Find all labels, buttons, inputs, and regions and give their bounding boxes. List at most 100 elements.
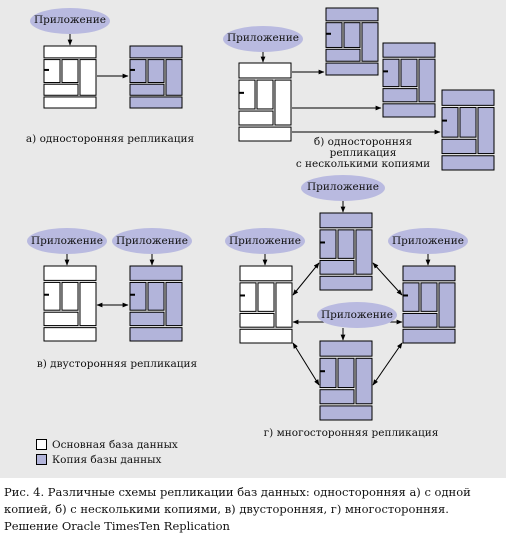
db-b-replica2-tab <box>383 70 388 73</box>
db-a-replica-block-2 <box>147 59 165 84</box>
db-g-right <box>402 265 456 344</box>
arrow-g-top-right <box>372 262 403 296</box>
db-b-replica2-block-1 <box>382 58 400 88</box>
db-v-left-tab <box>44 293 49 296</box>
arrow-g-left-top <box>292 262 320 296</box>
caption-a: а) односторонняя репликация <box>25 133 195 145</box>
app-ellipse-b <box>223 26 303 52</box>
db-b-replica3-block-2 <box>459 107 477 138</box>
db-b-replica1 <box>325 7 379 76</box>
db-g-right-block-0 <box>402 265 456 282</box>
db-v-left-block-3 <box>79 281 97 327</box>
app-ellipse-v-right <box>112 228 192 254</box>
db-a-replica-block-5 <box>129 96 183 109</box>
arrow-g-left-bottom <box>292 342 320 386</box>
legend-replica-swatch <box>36 454 47 465</box>
db-a-primary-block-3 <box>79 59 97 96</box>
db-g-bottom-block-1 <box>319 357 337 389</box>
db-b-replica1-block-2 <box>343 22 361 48</box>
legend-replica-label: Копия базы данных <box>52 453 162 466</box>
db-g-right-block-1 <box>402 282 420 312</box>
db-g-top-block-3 <box>355 229 373 275</box>
db-g-right-block-5 <box>402 328 456 344</box>
db-a-replica-tab <box>130 68 135 71</box>
db-v-right-block-4 <box>129 311 165 327</box>
app-ellipse-g-right <box>388 228 468 254</box>
db-a-replica-block-3 <box>165 59 183 96</box>
db-v-right-block-0 <box>129 265 183 281</box>
db-g-top-tab <box>320 241 325 244</box>
db-v-right-tab <box>130 293 135 296</box>
db-b-replica2-block-5 <box>382 103 436 118</box>
legend: Основная база данных Копия базы данных <box>36 437 178 467</box>
db-v-right-block-3 <box>165 281 183 327</box>
db-g-bottom-block-3 <box>355 357 373 405</box>
app-ellipse-g-center <box>317 302 397 328</box>
db-b-primary-tab <box>239 91 244 94</box>
db-b-replica1-block-0 <box>325 7 379 22</box>
db-g-bottom-block-2 <box>337 357 355 389</box>
arrow-g-right-bottom <box>372 342 403 386</box>
db-b-replica3-block-5 <box>441 155 495 171</box>
db-b-replica2-block-0 <box>382 42 436 58</box>
db-g-right-block-4 <box>402 312 438 328</box>
db-b-replica2 <box>382 42 436 118</box>
db-g-top-block-2 <box>337 229 355 259</box>
figure-caption: Рис. 4. Различные схемы репликации баз д… <box>4 485 471 533</box>
db-g-left-block-1 <box>239 282 257 312</box>
app-label-a: Приложение <box>34 14 106 26</box>
app-label-b: Приложение <box>227 32 299 44</box>
legend-primary-label: Основная база данных <box>52 438 178 451</box>
db-b-replica2-block-4 <box>382 88 418 103</box>
db-g-right-block-3 <box>438 282 456 328</box>
app-label-g-right: Приложение <box>392 235 464 247</box>
app-label-v-left: Приложение <box>31 235 103 247</box>
db-g-right-tab <box>403 294 408 297</box>
db-g-bottom-block-5 <box>319 405 373 421</box>
db-v-left-block-1 <box>43 281 61 311</box>
db-a-primary-tab <box>44 68 49 71</box>
db-a-replica-block-1 <box>129 59 147 84</box>
db-a-primary <box>43 45 97 109</box>
db-b-replica2-block-3 <box>418 58 436 103</box>
db-v-left-block-4 <box>43 311 79 327</box>
db-g-top <box>319 212 373 291</box>
db-g-bottom-tab <box>320 370 325 373</box>
db-v-left-block-5 <box>43 327 97 342</box>
db-a-replica-block-4 <box>129 83 165 96</box>
db-b-replica2-block-2 <box>400 58 418 88</box>
db-g-top-block-5 <box>319 275 373 291</box>
db-b-replica3-tab <box>442 119 447 122</box>
db-a-replica-block-0 <box>129 45 183 59</box>
db-b-replica1-block-1 <box>325 22 343 48</box>
db-g-bottom <box>319 340 373 421</box>
db-g-top-block-0 <box>319 212 373 229</box>
legend-primary-swatch <box>36 439 47 450</box>
caption-b-line1: б) односторонняя <box>313 136 413 148</box>
caption-b-line3: с несколькими копиями <box>295 158 431 170</box>
db-v-right-block-5 <box>129 327 183 342</box>
db-a-primary-block-4 <box>43 83 79 96</box>
db-g-left-block-3 <box>275 282 293 328</box>
app-ellipse-v-left <box>27 228 107 254</box>
db-g-bottom-block-0 <box>319 340 373 357</box>
caption-g: г) многосторонняя репликация <box>263 427 439 439</box>
db-v-left-block-0 <box>43 265 97 281</box>
db-v-left-block-2 <box>61 281 79 311</box>
db-b-replica3-block-3 <box>477 107 495 155</box>
db-g-left <box>239 265 293 344</box>
db-g-left-block-2 <box>257 282 275 312</box>
db-b-primary-block-4 <box>238 110 274 126</box>
db-b-primary-block-5 <box>238 126 292 142</box>
db-g-top-block-1 <box>319 229 337 259</box>
db-b-replica3 <box>441 89 495 171</box>
db-b-replica3-block-4 <box>441 138 477 155</box>
db-b-primary-block-0 <box>238 62 292 79</box>
replication-diagram <box>27 7 495 421</box>
caption-b-line2: репликация <box>329 147 397 159</box>
app-label-g-center: Приложение <box>321 309 393 321</box>
db-v-right-block-2 <box>147 281 165 311</box>
app-label-g-left: Приложение <box>229 235 301 247</box>
db-b-replica3-block-1 <box>441 107 459 138</box>
db-b-replica1-tab <box>326 32 331 35</box>
